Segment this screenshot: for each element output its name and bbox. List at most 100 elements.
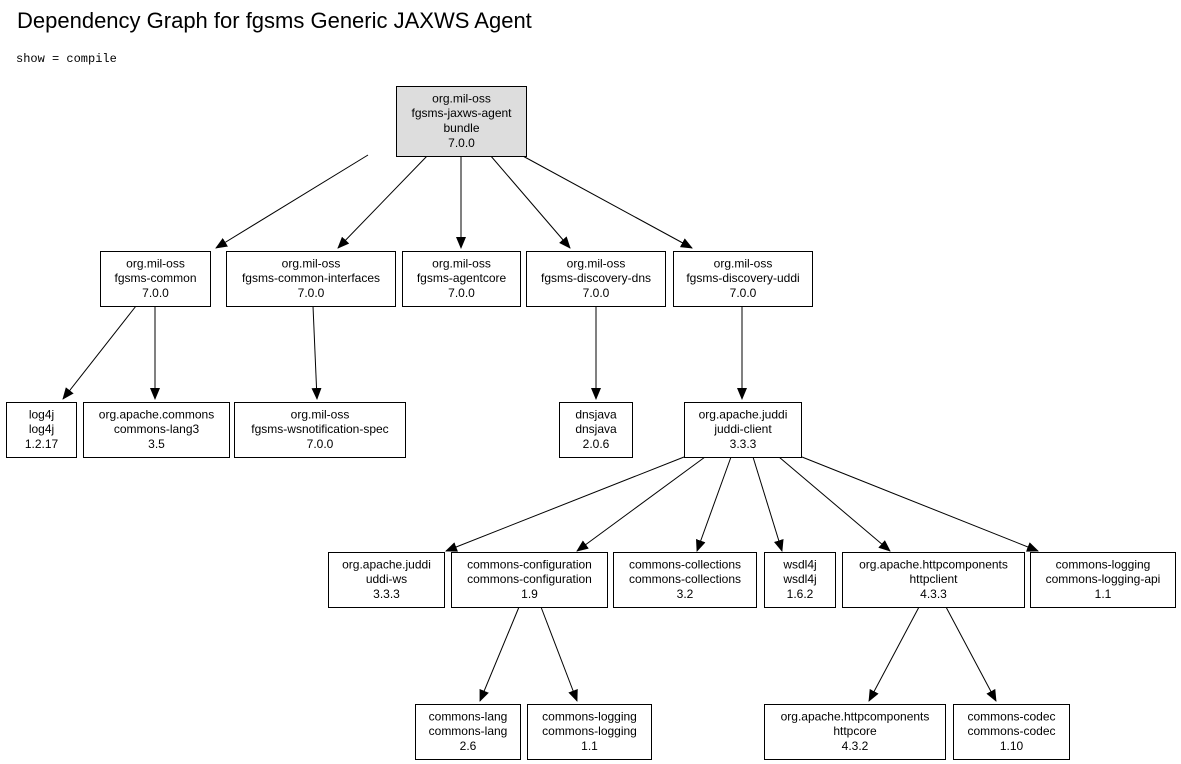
page-title: Dependency Graph for fgsms Generic JAXWS… bbox=[17, 8, 532, 33]
node-label-line: commons-logging-api bbox=[1046, 572, 1161, 586]
edge-commons-configuration-to-commons-lang bbox=[479, 606, 520, 702]
node-box bbox=[764, 552, 836, 608]
node-label-line: 3.5 bbox=[148, 437, 165, 451]
node-label-line: commons-logging bbox=[542, 709, 637, 723]
node-label-line: log4j bbox=[29, 422, 54, 436]
edge-root-to-fgsms-discovery-uddi bbox=[520, 154, 693, 249]
node-label-line: 3.2 bbox=[677, 587, 694, 601]
node-label-line: 7.0.0 bbox=[298, 286, 325, 300]
node-box bbox=[415, 704, 521, 760]
node-commons-configuration[interactable]: commons-configurationcommons-configurati… bbox=[451, 552, 608, 608]
edge-httpclient-to-commons-codec bbox=[945, 606, 997, 702]
node-label-line: 4.3.2 bbox=[842, 739, 869, 753]
node-label-line: fgsms-jaxws-agent bbox=[411, 106, 512, 120]
node-label-line: org.apache.httpcomponents bbox=[859, 557, 1008, 571]
node-box bbox=[684, 402, 802, 458]
node-label-line: org.mil-oss bbox=[291, 407, 350, 421]
node-label-line: 7.0.0 bbox=[448, 136, 475, 150]
node-label-line: 2.0.6 bbox=[583, 437, 610, 451]
node-label-line: 1.1 bbox=[581, 739, 598, 753]
node-label-line: commons-collections bbox=[629, 557, 741, 571]
edge-root-to-fgsms-common bbox=[215, 154, 369, 249]
node-label-line: 7.0.0 bbox=[583, 286, 610, 300]
node-label-line: juddi-client bbox=[713, 422, 772, 436]
node-label-line: commons-lang3 bbox=[114, 422, 200, 436]
edge-juddi-client-to-httpclient bbox=[778, 456, 891, 552]
node-label-line: org.mil-oss bbox=[432, 91, 491, 105]
node-label-line: commons-lang bbox=[429, 724, 508, 738]
node-box bbox=[613, 552, 757, 608]
node-box bbox=[842, 552, 1025, 608]
edge-commons-configuration-to-commons-logging bbox=[540, 606, 578, 702]
node-box bbox=[673, 251, 813, 307]
edge-fgsms-common-to-log4j bbox=[62, 305, 137, 400]
node-label-line: org.mil-oss bbox=[714, 256, 773, 270]
node-label-line: 7.0.0 bbox=[448, 286, 475, 300]
node-box bbox=[328, 552, 445, 608]
node-label-line: 7.0.0 bbox=[730, 286, 757, 300]
node-label-line: httpcore bbox=[833, 724, 877, 738]
node-label-line: 7.0.0 bbox=[142, 286, 169, 300]
node-label-line: 1.2.17 bbox=[25, 437, 59, 451]
node-label-line: wsdl4j bbox=[782, 572, 816, 586]
node-fgsms-wsnotification-spec[interactable]: org.mil-ossfgsms-wsnotification-spec7.0.… bbox=[234, 402, 406, 458]
node-label-line: fgsms-discovery-dns bbox=[541, 271, 651, 285]
node-box bbox=[764, 704, 946, 760]
node-label-line: 3.3.3 bbox=[730, 437, 757, 451]
node-label-line: commons-codec bbox=[967, 724, 1055, 738]
node-label-line: commons-lang bbox=[429, 709, 508, 723]
node-box bbox=[402, 251, 521, 307]
node-box bbox=[1030, 552, 1176, 608]
edge-root-to-fgsms-discovery-dns bbox=[489, 154, 571, 249]
edge-httpclient-to-httpcore bbox=[868, 606, 920, 702]
node-label-line: org.mil-oss bbox=[567, 256, 626, 270]
node-label-line: 4.3.3 bbox=[920, 587, 947, 601]
node-box bbox=[953, 704, 1070, 760]
node-box bbox=[83, 402, 230, 458]
node-label-line: 2.6 bbox=[460, 739, 477, 753]
node-box bbox=[396, 86, 527, 157]
node-label-line: fgsms-common-interfaces bbox=[242, 271, 380, 285]
edge-fgsms-common-interfaces-to-fgsms-wsnotification-spec bbox=[311, 305, 322, 400]
edge-juddi-client-to-uddi-ws bbox=[445, 456, 685, 552]
node-label-line: fgsms-discovery-uddi bbox=[686, 271, 799, 285]
edge-juddi-client-to-wsdl4j bbox=[752, 456, 784, 552]
node-box bbox=[234, 402, 406, 458]
node-label-line: 7.0.0 bbox=[307, 437, 334, 451]
scope-filter-label: show = compile bbox=[16, 52, 117, 66]
node-box bbox=[100, 251, 211, 307]
node-box bbox=[527, 704, 652, 760]
nodes-layer: org.mil-ossfgsms-jaxws-agentbundle7.0.0o… bbox=[6, 86, 1176, 760]
node-label-line: dnsjava bbox=[575, 407, 617, 421]
node-label-line: commons-codec bbox=[967, 709, 1055, 723]
node-label-line: 1.6.2 bbox=[787, 587, 814, 601]
node-box bbox=[451, 552, 608, 608]
node-label-line: org.apache.httpcomponents bbox=[781, 709, 930, 723]
node-label-line: dnsjava bbox=[575, 422, 617, 436]
node-box bbox=[526, 251, 666, 307]
node-commons-collections[interactable]: commons-collectionscommons-collections3.… bbox=[613, 552, 757, 608]
node-label-line: uddi-ws bbox=[366, 572, 407, 586]
node-label-line: log4j bbox=[29, 407, 54, 421]
node-label-line: commons-configuration bbox=[467, 557, 592, 571]
node-label-line: org.mil-oss bbox=[282, 256, 341, 270]
